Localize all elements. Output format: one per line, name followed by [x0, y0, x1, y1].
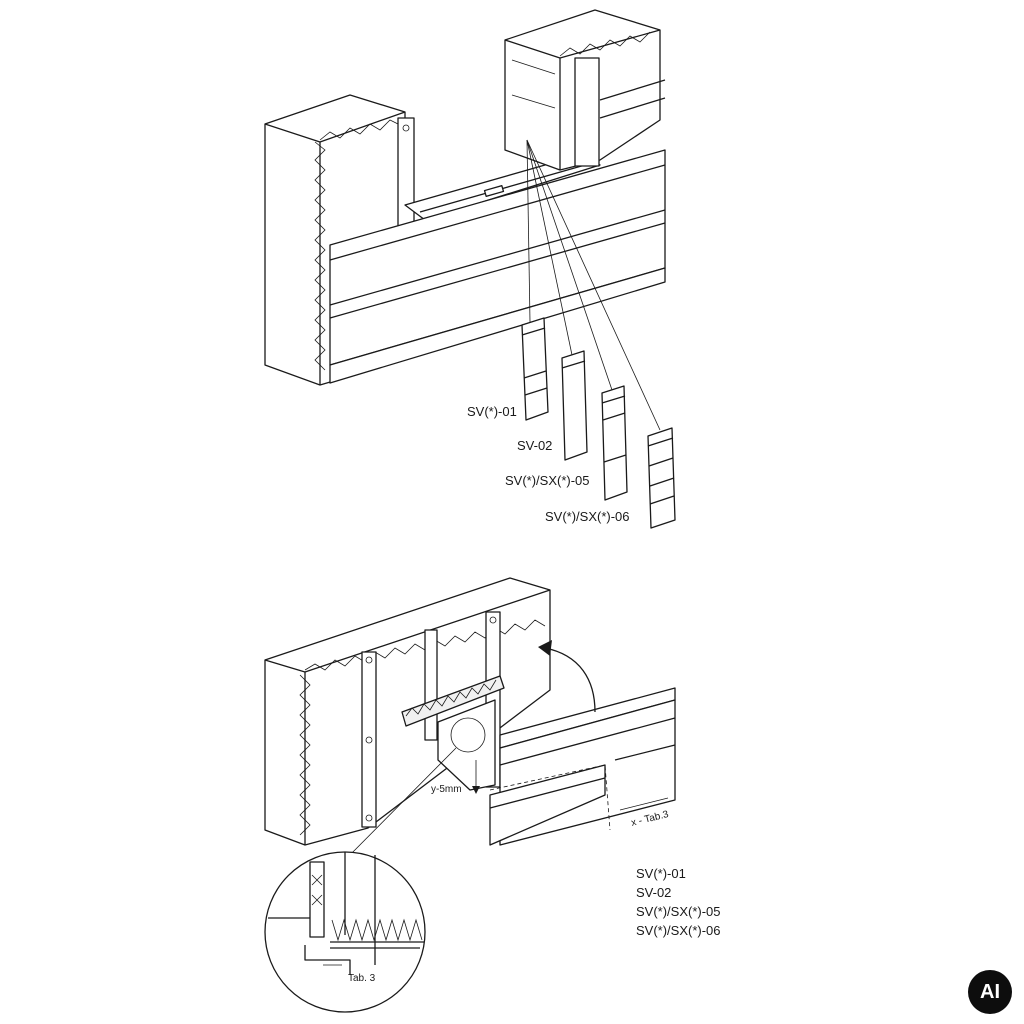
clip-sv-05: [601, 385, 628, 501]
top-label-2: SV-02: [517, 438, 552, 453]
top-label-4: SV(*)/SX(*)-06: [545, 509, 630, 524]
top-label-1: SV(*)-01: [467, 404, 517, 419]
bottom-figure: y-5mm x - Tab.3 Tab. 3 SV(*)-01 SV-02 SV…: [264, 577, 721, 1013]
window-box: [437, 699, 496, 791]
dim-x-label: x - Tab.3: [630, 809, 670, 829]
rotation-arrow: [544, 647, 596, 713]
detail-view: Tab. 3: [264, 851, 426, 1013]
bottom-label-2: SV-02: [636, 885, 671, 900]
bottom-label-4: SV(*)/SX(*)-06: [636, 923, 721, 938]
pillar-rail: [397, 117, 415, 229]
clip-sv-01: [521, 317, 549, 421]
clip-sv-06: [647, 427, 676, 529]
dim-y-label: y-5mm: [431, 784, 462, 795]
top-label-3: SV(*)/SX(*)-05: [505, 473, 590, 488]
leader-lines: [526, 139, 661, 431]
rail-1: [361, 651, 377, 828]
rail-2: [424, 629, 438, 741]
detail-circle: [450, 717, 486, 753]
ai-badge: AI: [968, 970, 1012, 1014]
bottom-label-3: SV(*)/SX(*)-05: [636, 904, 721, 919]
detail-dim-label: Tab. 3: [348, 973, 376, 984]
siding-bottom-edge: [329, 267, 666, 384]
bottom-label-1: SV(*)-01: [636, 866, 686, 881]
corner-trim: [574, 57, 600, 167]
clip-sv-02: [561, 350, 588, 461]
top-figure: SV(*)-01 SV-02 SV(*)/SX(*)-05 SV(*)/SX(*…: [264, 9, 676, 529]
